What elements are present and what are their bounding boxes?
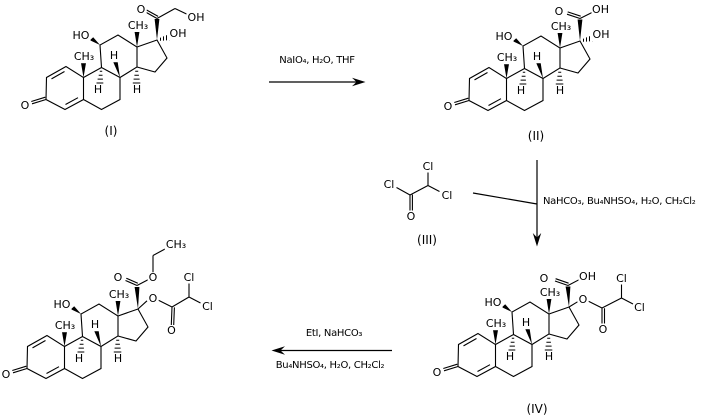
atom-label-methyl: CH₃ — [484, 317, 508, 331]
compound-label-III: (III) — [417, 233, 437, 247]
atom-label-ketone-o: O — [19, 98, 31, 112]
atom-label-h: H — [92, 82, 104, 96]
reagents-step2: NaHCO₃, Bu₄NHSO₄, H₂O, CH₂Cl₂ — [543, 196, 696, 207]
atom-label-cl: Cl — [421, 159, 435, 173]
steroid-skeleton-I — [30, 31, 168, 111]
atom-label-cl: Cl — [633, 300, 646, 314]
side-chain-ethyl-ester-dichloroacetate-product — [125, 248, 201, 326]
compound-label-IV: (IV) — [526, 402, 548, 415]
atom-label-h: H — [531, 50, 543, 64]
atom-label-h: H — [131, 82, 143, 96]
atom-label-methyl: CH₃ — [164, 237, 188, 251]
atom-label-carbonyl-o: O — [405, 210, 417, 224]
atom-label-cl: Cl — [615, 271, 628, 285]
atom-label-cl: Cl — [440, 188, 454, 202]
arrow-step2-down — [472, 160, 542, 247]
atom-label-methyl: CH₃ — [495, 51, 519, 65]
atom-label-carbonyl-o: O — [538, 271, 550, 285]
side-chain-carboxylic-acid-II — [566, 11, 593, 41]
atom-label-h: H — [89, 318, 101, 332]
atom-label-cl: Cl — [382, 178, 396, 192]
atom-label-h: H — [112, 351, 124, 365]
side-chain-hydroxyketone-I — [145, 8, 187, 40]
side-chain-acid-dichloroacetate-IV — [554, 278, 634, 324]
atom-label-carbonyl-o: O — [553, 4, 565, 18]
atom-label-ho: HO — [483, 296, 503, 310]
steroid-skeleton-product — [11, 300, 149, 380]
atom-label-cl: Cl — [201, 299, 214, 313]
atom-label-oh: OH — [186, 10, 206, 24]
atom-label-methyl: CH₃ — [53, 319, 77, 333]
atom-label-oh: OH — [578, 270, 597, 284]
atom-label-oh: OH — [591, 28, 611, 42]
atom-label-carbonyl-o: O — [112, 270, 124, 284]
steroid-skeleton-II — [453, 32, 591, 112]
atom-label-methyl: CH₃ — [107, 287, 131, 301]
atom-label-carbonyl-o: O — [597, 322, 609, 336]
atom-label-h: H — [504, 349, 516, 363]
atom-label-ester-o: O — [147, 291, 159, 305]
reagents-step3-line1: EtI, NaHCO₃ — [305, 328, 363, 339]
atom-label-carbonyl-o: O — [166, 323, 177, 337]
atom-label-h: H — [73, 351, 85, 365]
atom-label-h: H — [515, 83, 527, 97]
arrow-step3-left — [271, 346, 392, 355]
atom-label-ketone-o: O — [0, 367, 12, 381]
atom-label-oh: OH — [168, 27, 188, 41]
atom-label-methyl: CH₃ — [126, 18, 150, 32]
atom-label-ketone-o: O — [431, 365, 443, 379]
steroid-skeleton-IV — [442, 298, 580, 378]
atom-label-ho: HO — [494, 30, 514, 44]
atom-label-h: H — [554, 83, 566, 97]
atom-label-methyl: CH₃ — [538, 285, 562, 299]
dichloroacetyl-chloride-III — [396, 172, 440, 211]
atom-label-h: H — [108, 49, 120, 63]
atom-label-ester-o: O — [577, 293, 589, 307]
atom-label-methyl: CH₃ — [72, 50, 96, 64]
reagents-step1: NaIO₄, H₂O, THF — [279, 55, 355, 66]
atom-label-ho: HO — [71, 29, 91, 43]
atom-label-ketone-o: O — [442, 99, 454, 113]
atom-label-h: H — [543, 349, 555, 363]
atom-label-cl: Cl — [182, 270, 196, 284]
atom-label-methyl: CH₃ — [549, 19, 573, 33]
atom-label-carbonyl-o: O — [135, 2, 147, 16]
atom-label-h: H — [520, 316, 532, 330]
atom-label-ester-o: O — [147, 270, 159, 284]
arrow-step1-right — [269, 77, 366, 87]
reagents-step3-line2: Bu₄NHSO₄, H₂O, CH₂Cl₂ — [275, 360, 385, 371]
atom-label-ho: HO — [52, 298, 72, 312]
atom-label-oh: OH — [591, 2, 610, 16]
compound-label-II: (II) — [527, 129, 545, 143]
compound-label-I: (I) — [104, 124, 118, 138]
